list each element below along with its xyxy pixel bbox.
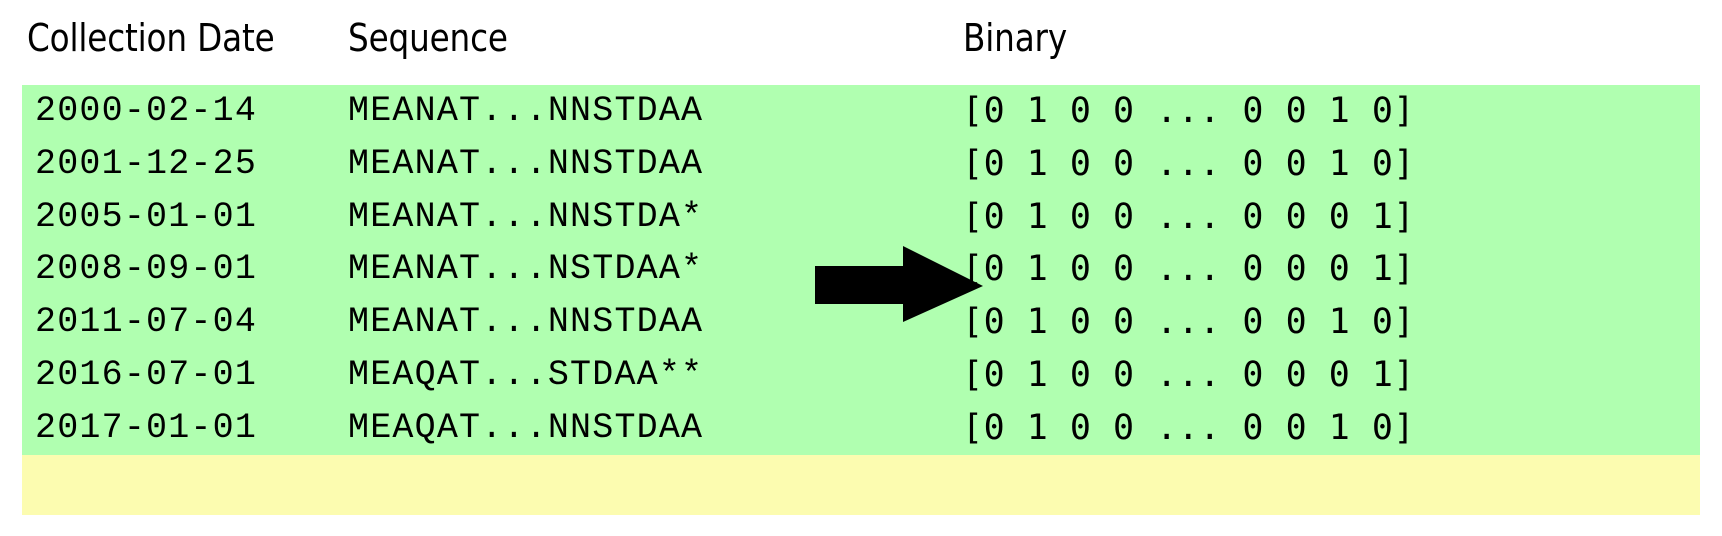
table-row: 2001-12-25 MEANAT...NNSTDAA [0 1 0 0 ... 0… [0, 138, 1722, 191]
cell-binary: [0 1 0 0 ... 0 0 0 1] [962, 354, 1416, 395]
cell-binary: [0 1 0 0 ... 0 0 1 0] [962, 91, 1416, 131]
cell-binary: [0 1 0 0 ... 0 0 1 0] [962, 407, 1416, 448]
cell-collection-date: 2000-02-14 [35, 91, 258, 131]
cell-sequence: MEAQAT...NNSTDAA [348, 407, 704, 448]
column-header-binary: Binary [963, 16, 1067, 60]
cell-collection-date: 2005-01-01 [35, 196, 258, 237]
cell-collection-date: 2008-09-01 [35, 249, 258, 290]
cell-collection-date: 2011-07-04 [35, 302, 258, 343]
cell-binary: [0 1 0 0 ... 0 0 1 0] [962, 302, 1416, 343]
cell-sequence: MEANAT...NNSTDAA [348, 143, 704, 184]
table-header-row: Collection Date Sequence Binary [0, 12, 1722, 74]
table-row: 2017-01-01 MEAQAT...NNSTDAA [0 1 0 0 ... 0… [0, 402, 1722, 455]
cell-sequence: MEANAT...NNSTDA* [348, 196, 704, 237]
cell-binary: [0 1 0 0 ... 0 0 1 0] [962, 143, 1416, 184]
cell-collection-date: 2001-12-25 [35, 143, 258, 184]
cell-collection-date: 2016-07-01 [35, 354, 258, 395]
column-header-sequence: Sequence [348, 16, 508, 60]
table-row: 2008-09-01 MEANAT...NSTDAA* [0 1 0 0 ... 0… [0, 243, 1722, 296]
cell-sequence: MEANAT...NNSTDAA [348, 302, 704, 343]
cell-sequence: MEAQAT...STDAA** [348, 354, 704, 395]
row-highlight-band-yellow [22, 455, 1700, 515]
cell-binary: [0 1 0 0 ... 0 0 0 1] [962, 196, 1416, 237]
table-row: 2000-02-14 MEANAT...NNSTDAA [0 1 0 0 ... 0… [0, 85, 1722, 138]
cell-sequence: MEANAT...NNSTDAA [348, 91, 704, 131]
column-header-collection-date: Collection Date [27, 16, 275, 60]
cell-collection-date: 2017-01-01 [35, 407, 258, 448]
table-row: 2016-07-01 MEAQAT...STDAA** [0 1 0 0 ... 0… [0, 349, 1722, 402]
cell-binary: [0 1 0 0 ... 0 0 0 1] [962, 249, 1416, 290]
table-row: 2005-01-01 MEANAT...NNSTDA* [0 1 0 0 ... 0… [0, 191, 1722, 244]
table-row: 2011-07-04 MEANAT...NNSTDAA [0 1 0 0 ... 0… [0, 296, 1722, 349]
cell-sequence: MEANAT...NSTDAA* [348, 249, 704, 290]
